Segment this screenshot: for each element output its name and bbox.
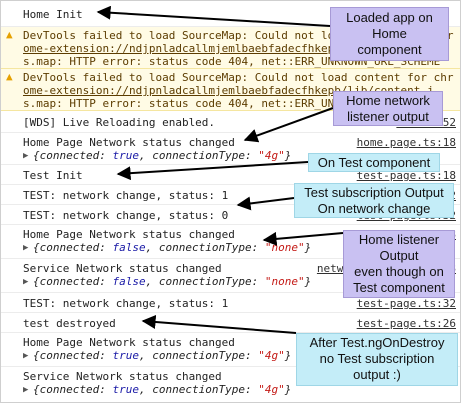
warning-line: DevTools failed to load SourceMap: Could… (23, 71, 454, 84)
log-text: Home Init (23, 8, 83, 21)
log-text: Service Network status changed (23, 370, 222, 383)
expand-triangle-icon[interactable]: ▶ (23, 243, 29, 253)
log-object[interactable]: {connected: true, connectionType: "4g"} (33, 383, 292, 396)
arrow (141, 315, 297, 334)
callout-after-destroy: After Test.ngOnDestroy no Test subscript… (296, 333, 458, 386)
arrow (96, 5, 331, 27)
log-text: TEST: network change, status: 1 (23, 189, 229, 202)
source-link[interactable]: test-page.ts:32 (356, 297, 456, 310)
log-test-init: Test Init test-page.ts:18 (1, 165, 460, 185)
expand-triangle-icon[interactable]: ▶ (23, 351, 29, 361)
warning-icon: ▲ (6, 70, 13, 83)
arrow (243, 107, 334, 143)
expand-triangle-icon[interactable]: ▶ (23, 385, 29, 395)
warning-icon: ▲ (6, 28, 13, 41)
log-object[interactable]: {connected: false, connectionType: "none… (33, 275, 312, 288)
log-object[interactable]: {connected: true, connectionType: "4g"} (33, 149, 292, 162)
log-text: Service Network status changed (23, 262, 222, 275)
log-text: TEST: network change, status: 0 (23, 209, 229, 222)
expand-triangle-icon[interactable]: ▶ (23, 151, 29, 161)
callout-on-test: On Test component (308, 153, 440, 172)
log-test-destroyed: test destroyed test-page.ts:26 (1, 313, 460, 333)
log-text: Home Page Network status changed (23, 228, 235, 241)
log-text: [WDS] Live Reloading enabled. (23, 116, 216, 129)
log-text: Test Init (23, 169, 83, 182)
arrow (116, 161, 309, 181)
log-home-init: Home Init (1, 1, 460, 27)
log-test-change-1b: TEST: network change, status: 1 test-pag… (1, 293, 460, 313)
arrow (262, 231, 344, 246)
source-link[interactable]: test-page.ts:18 (356, 169, 456, 182)
callout-home-network: Home network listener output (333, 91, 443, 126)
log-text: test destroyed (23, 317, 116, 330)
log-text: TEST: network change, status: 1 (23, 297, 229, 310)
log-home-network-1: Home Page Network status changed home.pa… (1, 133, 460, 165)
log-text: Home Page Network status changed (23, 336, 235, 349)
callout-home-listener: Home listener Output even though on Test… (343, 230, 455, 298)
source-link[interactable]: test-page.ts:26 (356, 317, 456, 330)
log-object[interactable]: {connected: true, connectionType: "4g"} (33, 349, 292, 362)
log-text: Home Page Network status changed (23, 136, 235, 149)
callout-test-subscription: Test subscription Output On network chan… (294, 183, 454, 218)
callout-loaded-app: Loaded app on Home component (330, 7, 449, 61)
arrow (236, 196, 295, 211)
expand-triangle-icon[interactable]: ▶ (23, 277, 29, 287)
source-link[interactable]: home.page.ts:18 (356, 136, 456, 149)
warning-line[interactable]: ome-extension://ndjpnladcallmjemlbaebfad… (23, 84, 434, 97)
